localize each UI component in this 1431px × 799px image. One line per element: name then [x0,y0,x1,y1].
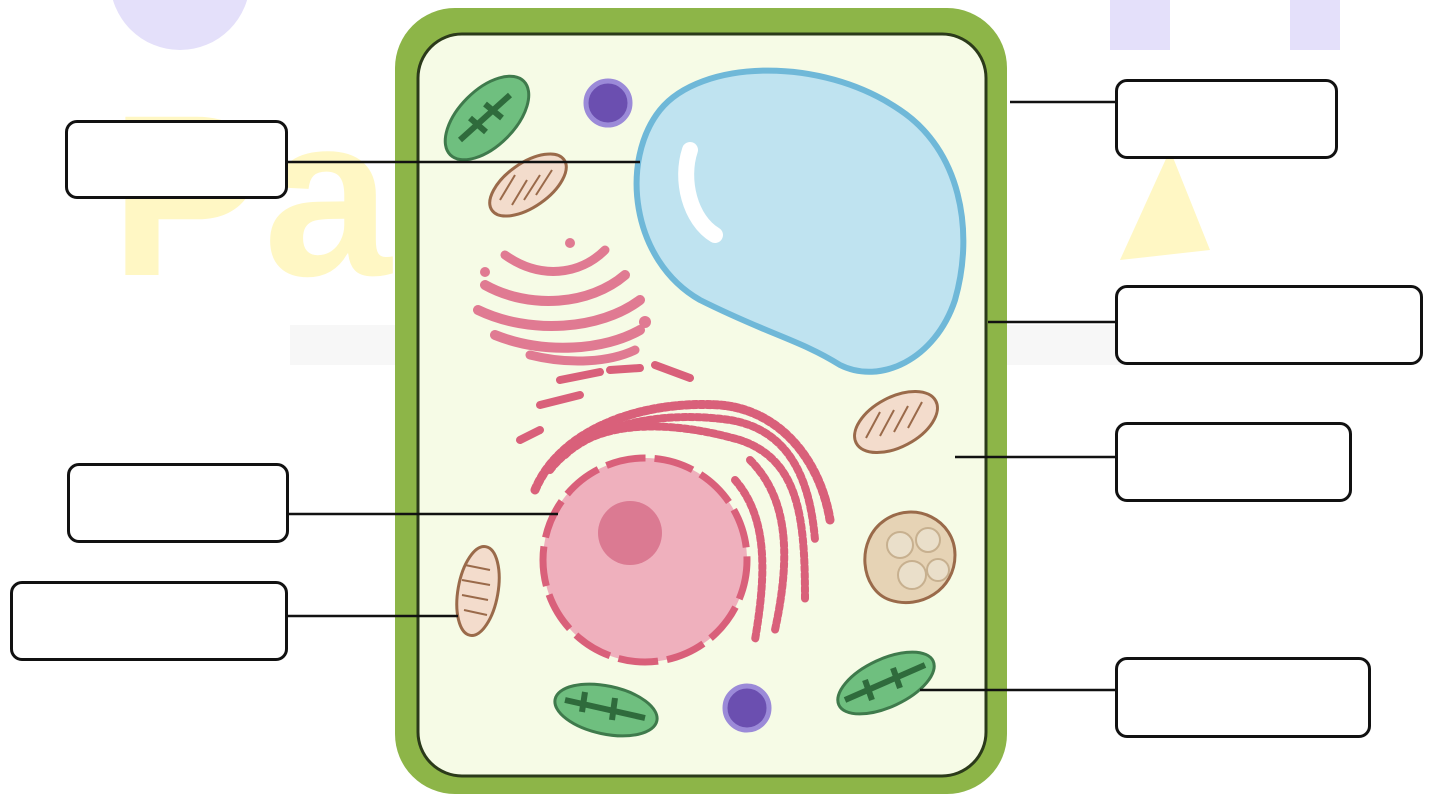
amyloplast [865,512,955,603]
label-box-vacuole[interactable] [65,120,288,199]
label-box-nucleus[interactable] [67,463,289,543]
nucleolus [598,501,662,565]
label-box-cell-wall[interactable] [1115,79,1338,159]
label-box-chloroplast[interactable] [1115,657,1371,738]
label-box-mitochondrion[interactable] [10,581,288,661]
label-box-cytoplasm[interactable] [1115,422,1352,502]
ribosome [725,686,769,730]
label-box-cell-membrane[interactable] [1115,285,1423,365]
nucleus [543,458,747,662]
ribosome [586,81,630,125]
